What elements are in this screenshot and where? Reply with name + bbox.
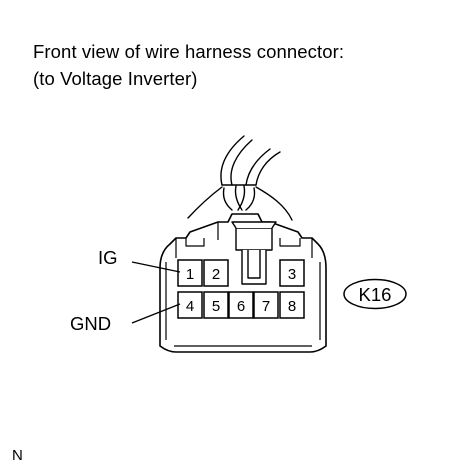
pin-4-label: 4 bbox=[186, 298, 194, 315]
ig-leader-line bbox=[131, 261, 181, 273]
gnd-leader-line bbox=[131, 303, 181, 324]
pin-1-label: 1 bbox=[186, 266, 194, 283]
wire-harness bbox=[187, 135, 293, 221]
cavity-3 bbox=[279, 259, 305, 287]
pin-3-label: 3 bbox=[288, 266, 296, 283]
cavity-8 bbox=[279, 291, 305, 319]
cavity-row-2 bbox=[177, 291, 305, 319]
diagram-title-line-1: Front view of wire harness connector: bbox=[33, 41, 345, 62]
pin-2-label: 2 bbox=[212, 266, 220, 283]
pin-5-label: 5 bbox=[212, 298, 220, 315]
locking-tab bbox=[231, 221, 277, 285]
cavity-row-1 bbox=[177, 259, 305, 287]
cavity-6 bbox=[228, 291, 254, 319]
pin-6-label: 6 bbox=[237, 298, 245, 315]
connector-code: K16 bbox=[359, 284, 392, 305]
footer-code: N bbox=[12, 447, 23, 464]
gnd-label: GND bbox=[70, 313, 111, 334]
pin-numbers: 1 2 3 4 5 6 7 8 bbox=[186, 266, 296, 315]
ig-label: IG bbox=[98, 247, 118, 268]
pin-7-label: 7 bbox=[262, 298, 270, 315]
cavity-5 bbox=[203, 291, 229, 319]
callout-leaders bbox=[131, 261, 181, 324]
pin-8-label: 8 bbox=[288, 298, 296, 315]
connector-code-badge: K16 bbox=[343, 278, 407, 310]
callout-labels: IG GND bbox=[70, 247, 118, 334]
diagram-title-line-2: (to Voltage Inverter) bbox=[33, 68, 198, 89]
cavity-1 bbox=[177, 259, 203, 287]
cavity-7 bbox=[253, 291, 279, 319]
cavity-2 bbox=[203, 259, 229, 287]
